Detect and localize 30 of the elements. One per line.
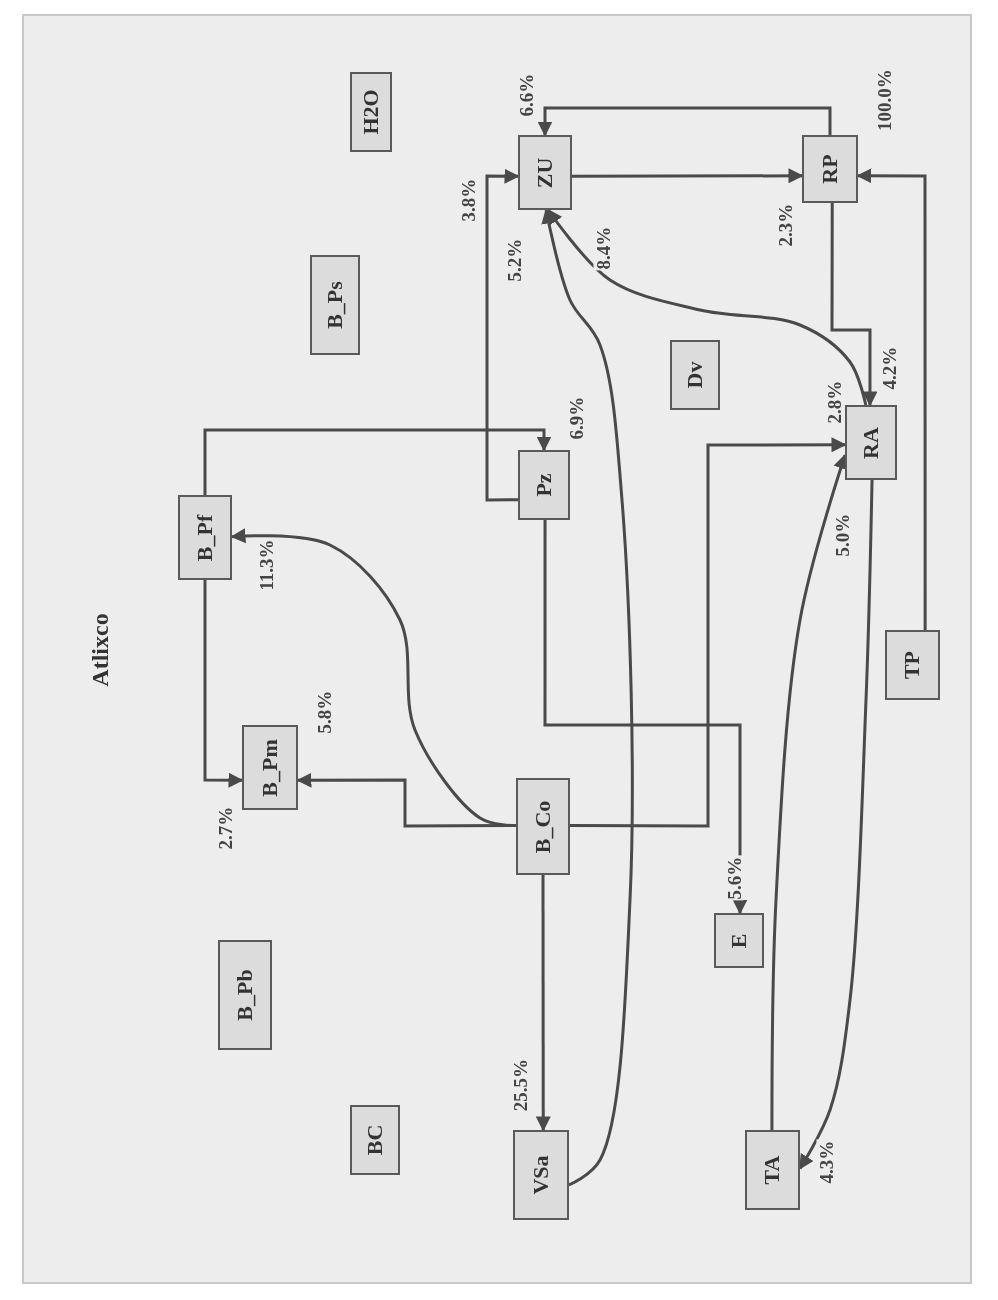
arrow <box>543 520 748 915</box>
edge-label: 4.3% <box>816 1139 836 1185</box>
arrow <box>203 580 244 788</box>
arrow <box>830 203 878 407</box>
process-box: B_Pf <box>178 495 232 580</box>
process-box: Pz <box>518 450 570 520</box>
arrow <box>572 168 804 184</box>
process-box: TA <box>745 1130 800 1210</box>
process-box: B_Ps <box>310 255 360 355</box>
process-box: RA <box>845 405 897 480</box>
process-box: B_Pm <box>242 725 298 810</box>
process-box: BC <box>350 1105 400 1175</box>
process-box: E <box>714 913 764 968</box>
edge-label: 8.4% <box>593 225 613 271</box>
process-box: H2O <box>350 72 392 152</box>
arrow <box>570 437 847 828</box>
process-box: B_Pb <box>218 940 272 1050</box>
arrow <box>535 875 551 1132</box>
arrow <box>537 106 832 137</box>
arrow <box>547 208 868 406</box>
arrow <box>541 208 634 1187</box>
process-box: TP <box>885 630 940 700</box>
process-box: B_Co <box>516 778 570 875</box>
diagram-title: Atlixco <box>86 613 114 687</box>
process-box: Dv <box>670 340 720 410</box>
arrow <box>485 168 520 502</box>
process-box: ZU <box>518 135 572 210</box>
process-box: RP <box>802 135 858 203</box>
arrow <box>203 428 552 495</box>
process-box: VSa <box>513 1130 569 1220</box>
